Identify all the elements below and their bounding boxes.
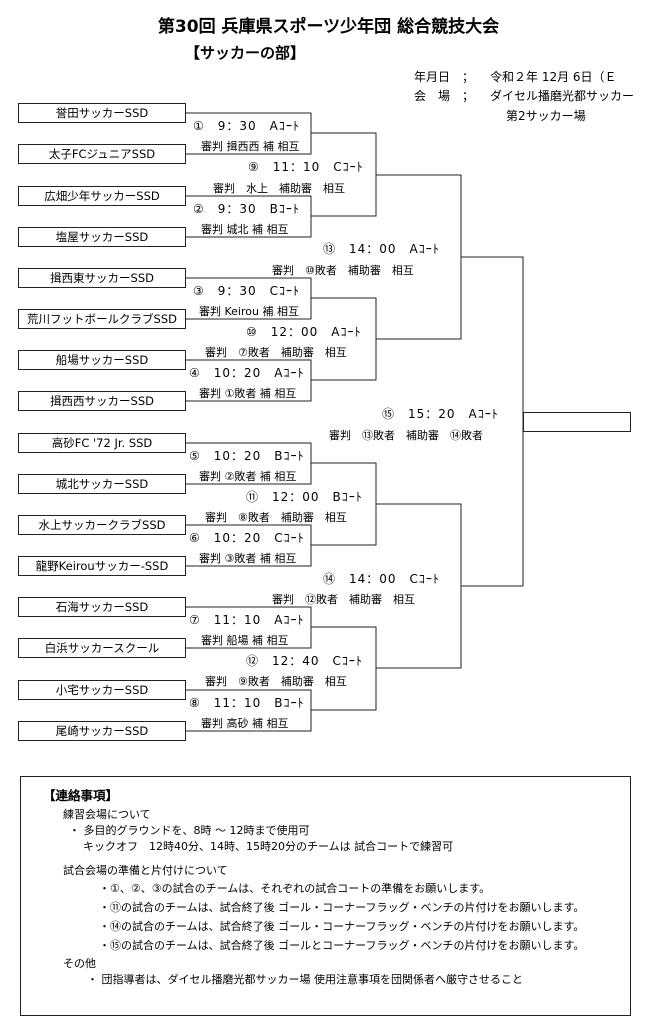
match-7-referee: 審判 船場 補 相互 [201, 634, 289, 647]
match-11-referee: 審判 ⑧敗者 補助審 相互 [205, 511, 347, 524]
match-10-referee: 審判 ⑦敗者 補助審 相互 [205, 346, 347, 359]
other-item-1: ・ 団指導者は、ダイセル播磨光都サッカー場 使用注意事項を団関係者へ厳守させるこ… [87, 973, 523, 986]
match-14-time: ⑭ 14：00 Cｺｰﾄ [323, 572, 440, 586]
match-9-time: ⑨ 11：10 Cｺｰﾄ [248, 160, 364, 174]
page-title: 第30回 兵庫県スポーツ少年団 総合競技大会 [157, 17, 500, 37]
champion-box [523, 412, 631, 432]
match-13-referee: 審判 ⑩敗者 補助審 相互 [272, 264, 414, 277]
date-value: 令和２年 12月 6日（Ｅ [490, 70, 617, 84]
match-6-referee: 審判 ③敗者 補 相互 [199, 552, 297, 565]
match-7-time: ⑦ 11：10 Aｺｰﾄ [189, 613, 305, 627]
match-10-time: ⑩ 12：00 Aｺｰﾄ [246, 325, 362, 339]
venue-label: 会 場 ； [414, 89, 475, 103]
team-slot-15: 小宅サッカーSSD [18, 680, 186, 700]
date-label: 年月日 ； [414, 70, 475, 84]
match-4-referee: 審判 ①敗者 補 相互 [199, 387, 297, 400]
match-2-time: ② 9：30 Bｺｰﾄ [193, 202, 300, 216]
match-8-referee: 審判 高砂 補 相互 [201, 717, 289, 730]
match-5-referee: 審判 ②敗者 補 相互 [199, 470, 297, 483]
team-slot-2: 太子FCジュニアSSD [18, 144, 186, 164]
match-12-referee: 審判 ⑨敗者 補助審 相互 [205, 675, 347, 688]
team-slot-9: 高砂FC '72 Jr. SSD [18, 433, 186, 453]
team-slot-3: 広畑少年サッカーSSD [18, 186, 186, 206]
team-slot-5: 揖西東サッカーSSD [18, 268, 186, 288]
match-11-time: ⑪ 12：00 Bｺｰﾄ [246, 490, 363, 504]
prep-item-2: ・⑪の試合のチームは、試合終了後 ゴール・コーナーフラッグ・ベンチの片付けをお願… [99, 901, 585, 914]
match-15-time: ⑮ 15：20 Aｺｰﾄ [382, 407, 499, 421]
venue-value-2: 第2サッカー場 [506, 109, 586, 123]
prep-item-4: ・⑮の試合のチームは、試合終了後 ゴールとコーナーフラッグ・ベンチの片付けをお願… [99, 939, 585, 952]
team-slot-8: 揖西西サッカーSSD [18, 391, 186, 411]
match-15-referee: 審判 ⑬敗者 補助審 ⑭敗者 [329, 429, 483, 442]
match-14-referee: 審判 ⑫敗者 補助審 相互 [272, 593, 415, 606]
match-3-referee: 審判 Keirou 補 相互 [199, 305, 299, 318]
match-1-referee: 審判 揖西西 補 相互 [201, 140, 300, 153]
match-13-time: ⑬ 14：00 Aｺｰﾄ [323, 242, 440, 256]
team-slot-7: 船場サッカーSSD [18, 350, 186, 370]
team-slot-6: 荒川フットボールクラブSSD [18, 309, 186, 329]
practice-item-2: キックオフ 12時40分、14時、15時20分のチームは 試合コートで練習可 [83, 840, 454, 853]
team-slot-4: 塩屋サッカーSSD [18, 227, 186, 247]
match-3-time: ③ 9：30 Cｺｰﾄ [193, 284, 301, 298]
match-9-referee: 審判 水上 補助審 相互 [213, 182, 345, 195]
match-8-time: ⑧ 11：10 Bｺｰﾄ [189, 696, 305, 710]
match-12-time: ⑫ 12：40 Cｺｰﾄ [246, 654, 363, 668]
team-slot-10: 城北サッカーSSD [18, 474, 186, 494]
venue-value: ダイセル播磨光都サッカー [490, 89, 635, 103]
match-4-time: ④ 10：20 Aｺｰﾄ [189, 366, 305, 380]
team-slot-11: 水上サッカークラブSSD [18, 515, 186, 535]
match-2-referee: 審判 城北 補 相互 [201, 223, 289, 236]
notes-box: 【連絡事項】 練習会場について ・ 多目的グラウンドを、8時 ～ 12時まで使用… [20, 776, 631, 1016]
match-6-time: ⑥ 10：20 Cｺｰﾄ [189, 531, 305, 545]
match-1-time: ① 9：30 Aｺｰﾄ [193, 119, 300, 133]
other-heading: その他 [63, 957, 96, 970]
practice-heading: 練習会場について [63, 808, 151, 821]
team-slot-1: 誉田サッカーSSD [18, 103, 186, 123]
team-slot-16: 尾崎サッカーSSD [18, 721, 186, 741]
team-slot-12: 龍野Keirouサッカー-SSD [18, 556, 186, 576]
page-subtitle: 【サッカーの部】 [185, 44, 306, 62]
prep-heading: 試合会場の準備と片付けについて [63, 864, 228, 877]
team-slot-14: 白浜サッカースクール [18, 638, 186, 658]
notes-title: 【連絡事項】 [43, 788, 119, 803]
practice-item-1: ・ 多目的グラウンドを、8時 ～ 12時まで使用可 [69, 824, 310, 837]
prep-item-3: ・⑭の試合のチームは、試合終了後 ゴール・コーナーフラッグ・ベンチの片付けをお願… [99, 920, 585, 933]
team-slot-13: 石海サッカーSSD [18, 597, 186, 617]
prep-item-1: ・①、②、③の試合のチームは、それぞれの試合コートの準備をお願いします。 [99, 882, 491, 895]
match-5-time: ⑤ 10：20 Bｺｰﾄ [189, 449, 305, 463]
